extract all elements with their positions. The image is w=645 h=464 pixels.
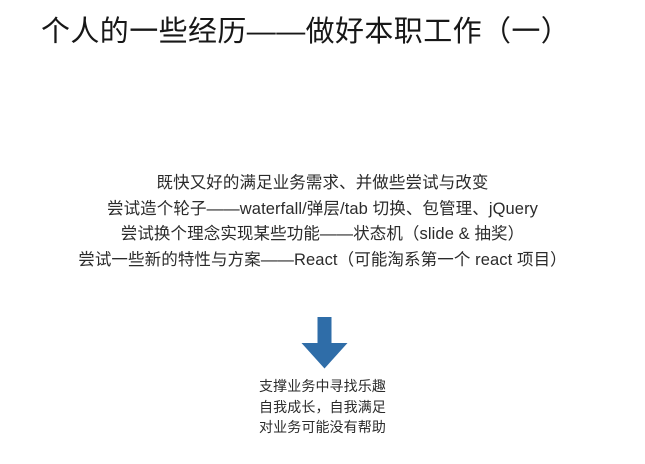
footer-text-line: 自我成长，自我满足 <box>259 398 386 415</box>
footer-text-block: 支撑业务中寻找乐趣 自我成长，自我满足 对业务可能没有帮助 <box>0 376 645 438</box>
main-text-line: 尝试一些新的特性与方案——React（可能淘系第一个 react 项目） <box>78 250 567 269</box>
main-text-block: 既快又好的满足业务需求、并做些尝试与改变 尝试造个轮子——waterfall/弹… <box>0 171 645 273</box>
main-text-line: 尝试换个理念实现某些功能——状态机（slide & 抽奖） <box>120 225 525 243</box>
main-text-line: 尝试造个轮子——waterfall/弹层/tab 切换、包管理、jQuery <box>106 199 539 218</box>
footer-text-line: 对业务可能没有帮助 <box>259 419 386 435</box>
arrow-down-icon <box>301 317 348 369</box>
main-text-line: 既快又好的满足业务需求、并做些尝试与改变 <box>156 174 489 192</box>
page-title: 个人的一些经历——做好本职工作（一） <box>41 16 571 48</box>
arrow-down-glyph <box>301 317 348 369</box>
footer-text-line: 支撑业务中寻找乐趣 <box>259 378 386 394</box>
